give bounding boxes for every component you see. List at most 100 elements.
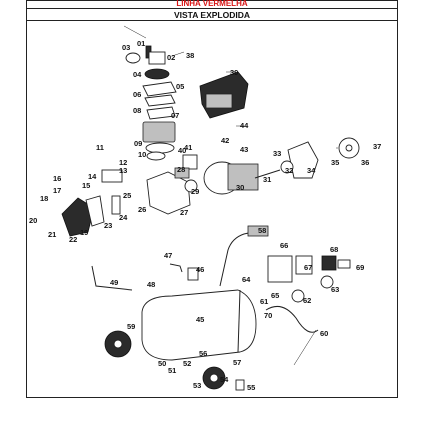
- label-53: 53: [193, 381, 201, 390]
- label-54: 54: [220, 375, 229, 384]
- part-65-drawing: [295, 255, 313, 275]
- label-39: 39: [230, 68, 238, 77]
- label-41: 41: [184, 143, 192, 152]
- tank-drawing: [141, 289, 257, 361]
- label-33: 33: [273, 149, 281, 158]
- label-38: 38: [186, 51, 194, 60]
- label-16: 16: [53, 174, 61, 183]
- label-34: 34: [307, 166, 316, 175]
- handle-tube: [219, 229, 263, 287]
- label-04: 04: [133, 70, 142, 79]
- part-55-drawing: [235, 379, 245, 391]
- label-03: 03: [122, 43, 130, 52]
- label-62: 62: [303, 296, 311, 305]
- label-52: 52: [183, 359, 191, 368]
- part-10-drawing: [146, 151, 166, 161]
- label-01: 01: [137, 39, 145, 48]
- label-70: 70: [264, 311, 272, 320]
- label-09: 09: [134, 139, 142, 148]
- label-25: 25: [123, 191, 131, 200]
- part-08-drawing: [142, 121, 176, 143]
- label-17: 17: [53, 186, 61, 195]
- label-57: 57: [233, 358, 241, 367]
- label-66: 66: [280, 241, 288, 250]
- label-15: 15: [82, 181, 90, 190]
- label-02: 02: [167, 53, 175, 62]
- part-number-labels: 01 02 03 04 05 06 07 08 09 10 11 12 13 1…: [29, 39, 381, 392]
- label-55: 55: [247, 383, 255, 392]
- part-49-drawing: [91, 265, 133, 291]
- label-45: 45: [196, 315, 204, 324]
- label-48: 48: [147, 280, 155, 289]
- label-51: 51: [168, 366, 176, 375]
- label-21: 21: [48, 230, 56, 239]
- label-36: 36: [361, 158, 369, 167]
- label-11: 11: [96, 143, 104, 152]
- label-20: 20: [29, 216, 37, 225]
- part-09-drawing: [145, 142, 175, 154]
- label-42: 42: [221, 136, 229, 145]
- label-10: 10: [138, 150, 146, 159]
- label-61: 61: [260, 297, 268, 306]
- view-title-header: VISTA EXPLODIDA: [26, 9, 398, 21]
- label-08: 08: [133, 106, 141, 115]
- part-04-drawing: [144, 68, 170, 80]
- label-24: 24: [119, 213, 128, 222]
- part-39-window: [205, 93, 233, 109]
- label-27: 27: [180, 208, 188, 217]
- label-23: 23: [104, 221, 112, 230]
- label-29: 29: [191, 187, 199, 196]
- part-31-shaft: [254, 169, 281, 179]
- label-60: 60: [320, 329, 328, 338]
- part-69-drawing: [337, 259, 351, 269]
- leader-60: [293, 329, 317, 366]
- label-58: 58: [258, 226, 266, 235]
- label-65: 65: [271, 291, 279, 300]
- label-68: 68: [330, 245, 338, 254]
- part-66-drawing: [267, 255, 293, 283]
- label-67: 67: [304, 263, 312, 272]
- part-27-drawing: [146, 171, 191, 215]
- label-63: 63: [331, 285, 339, 294]
- label-26: 26: [138, 205, 146, 214]
- part-03-drawing: [125, 52, 141, 64]
- label-28: 28: [177, 165, 185, 174]
- label-06: 06: [133, 90, 141, 99]
- label-56: 56: [199, 349, 207, 358]
- label-50: 50: [158, 359, 166, 368]
- part-53-hub: [209, 373, 219, 383]
- label-13: 13: [119, 166, 127, 175]
- leader-38: [171, 51, 185, 57]
- part-47-drawing: [169, 263, 183, 273]
- part-05-drawing: [142, 81, 177, 97]
- part-36-hub: [345, 144, 353, 152]
- part-60-drawing: [265, 305, 319, 333]
- part-29-drawing: [184, 179, 198, 193]
- label-49: 49: [110, 278, 118, 287]
- label-69: 69: [356, 263, 364, 272]
- label-32: 32: [285, 166, 293, 175]
- label-19: 19: [80, 228, 88, 237]
- label-40: 40: [178, 146, 186, 155]
- part-07-drawing: [146, 106, 176, 120]
- part-34-drawing: [287, 141, 319, 179]
- part-drawings: [61, 45, 360, 391]
- part-28-drawing: [174, 167, 190, 179]
- part-02-drawing: [148, 51, 166, 65]
- label-30: 30: [236, 183, 244, 192]
- label-37: 37: [373, 142, 381, 151]
- label-46: 46: [196, 265, 204, 274]
- part-68-drawing: [321, 255, 337, 271]
- part-41-drawing: [182, 154, 198, 170]
- label-35: 35: [331, 158, 339, 167]
- leader-lines: [123, 25, 338, 366]
- label-43: 43: [240, 145, 248, 154]
- part-46-drawing: [187, 267, 199, 281]
- label-22: 22: [69, 235, 77, 244]
- label-47: 47: [164, 251, 172, 260]
- leader-03: [123, 25, 147, 39]
- label-64: 64: [242, 275, 251, 284]
- label-59: 59: [127, 322, 135, 331]
- part-63-drawing: [320, 275, 334, 289]
